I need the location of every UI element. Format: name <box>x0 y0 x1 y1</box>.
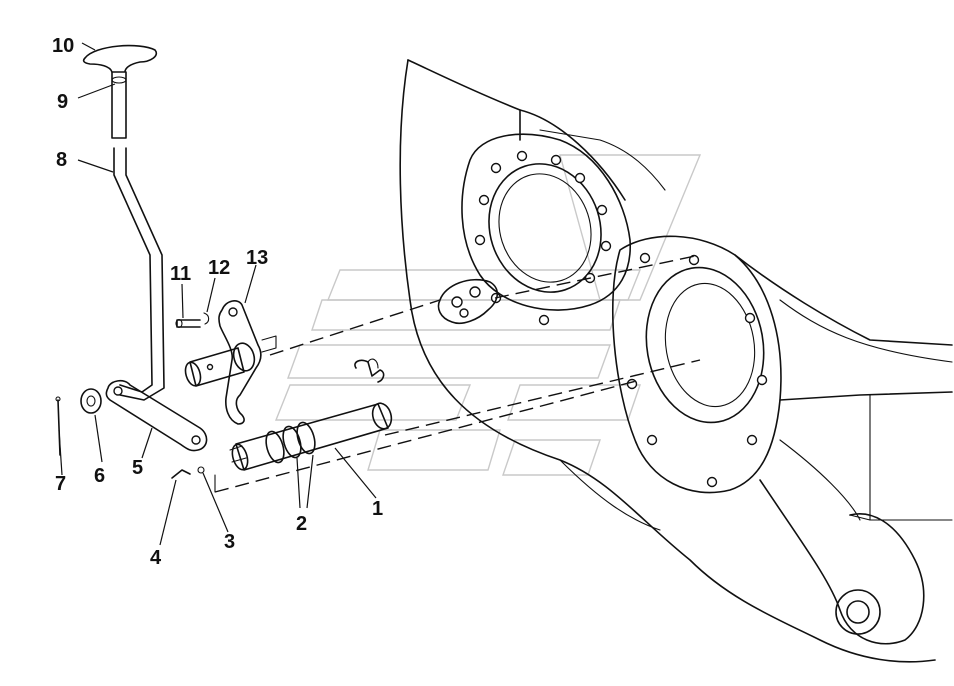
part-3-clip <box>197 466 205 474</box>
part-4-pin <box>171 469 191 479</box>
part-8-shift-rod <box>113 147 165 401</box>
callout-5: 5 <box>132 457 143 479</box>
part-10-knob <box>82 44 158 73</box>
callout-7: 7 <box>55 473 66 495</box>
part-5-lever <box>105 379 208 452</box>
transmission-housing <box>399 59 953 663</box>
selector-bracket <box>437 278 499 325</box>
callout-6: 6 <box>94 465 105 487</box>
part-2-rings <box>265 421 316 464</box>
lower-flange-bolt-holes <box>626 252 768 488</box>
callout-9: 9 <box>57 91 68 113</box>
part-6-washer <box>80 388 102 414</box>
part-12-spring-clip <box>203 312 210 325</box>
callout-11: 11 <box>170 263 191 285</box>
assembly-lines <box>214 254 701 493</box>
callout-13: 13 <box>246 247 268 269</box>
callout-8: 8 <box>56 149 67 171</box>
callout-3: 3 <box>224 531 235 553</box>
callout-12: 12 <box>208 257 230 279</box>
part-11-pin <box>175 318 201 329</box>
part-7-cotter-pin <box>55 396 61 456</box>
callout-labels: 10 9 8 11 12 13 7 6 5 4 3 2 1 <box>52 35 383 569</box>
part-9-upper-rod <box>111 71 127 139</box>
callout-10: 10 <box>52 35 74 57</box>
part-1-selector-shaft <box>229 358 393 471</box>
callout-4: 4 <box>150 547 162 569</box>
part-13-shift-fork <box>184 300 277 425</box>
callout-1: 1 <box>372 498 383 520</box>
callout-2: 2 <box>296 513 307 535</box>
leader-lines <box>58 42 377 546</box>
